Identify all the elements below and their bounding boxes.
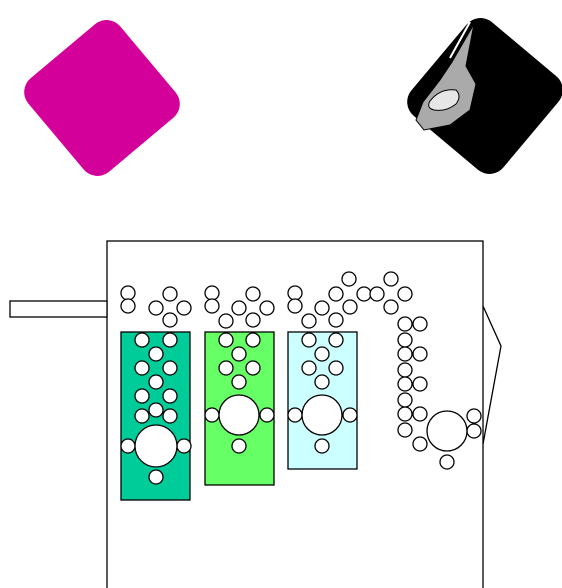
small-circle (328, 286, 344, 302)
small-circle (397, 406, 413, 422)
small-circle (328, 312, 344, 328)
small-circle (134, 332, 150, 348)
small-circle (162, 408, 178, 424)
magenta-card-shape (24, 20, 180, 176)
small-circle (314, 438, 330, 454)
small-circle (218, 332, 234, 348)
small-circle (148, 374, 164, 390)
small-circle (204, 407, 220, 423)
small-circle (245, 312, 261, 328)
small-circle (287, 285, 303, 301)
small-circle (148, 402, 164, 418)
small-circle (148, 346, 164, 362)
small-circle (218, 360, 234, 376)
small-circle (231, 346, 247, 362)
small-circle (369, 286, 385, 302)
small-circle (466, 423, 482, 439)
large-circle (301, 394, 343, 436)
left-bar (9, 300, 108, 318)
small-circle (397, 286, 413, 302)
small-circle (397, 346, 413, 362)
light-blob-shape (428, 89, 460, 111)
small-circle (204, 285, 220, 301)
small-circle (162, 312, 178, 328)
small-circle (328, 332, 344, 348)
small-circle (148, 469, 164, 485)
large-circle (218, 394, 260, 436)
small-circle (162, 388, 178, 404)
small-circle (301, 332, 317, 348)
small-circle (162, 286, 178, 302)
black-card-shape (407, 18, 562, 174)
small-circle (259, 407, 275, 423)
small-circle (397, 392, 413, 408)
small-circle (231, 438, 247, 454)
small-circle (397, 316, 413, 332)
small-circle (412, 406, 428, 422)
small-circle (412, 436, 428, 452)
small-circle (218, 313, 234, 329)
small-circle (397, 376, 413, 392)
small-circle (134, 360, 150, 376)
small-circle (120, 438, 136, 454)
small-circle (287, 298, 303, 314)
small-circle (328, 360, 344, 376)
small-circle (383, 271, 399, 287)
small-circle (245, 286, 261, 302)
small-circle (162, 332, 178, 348)
small-circle (397, 362, 413, 378)
small-circle (341, 271, 357, 287)
small-circle (314, 346, 330, 362)
small-circle (342, 407, 358, 423)
large-circle (134, 424, 178, 468)
small-circle (342, 299, 358, 315)
small-circle (245, 360, 261, 376)
small-circle (412, 376, 428, 392)
right-wedge (482, 305, 502, 445)
small-circle (356, 286, 372, 302)
small-circle (466, 408, 482, 424)
magenta-card (24, 20, 180, 176)
card-edge-highlight (449, 21, 471, 59)
small-circle (314, 300, 330, 316)
small-circle (162, 360, 178, 376)
small-circle (204, 298, 220, 314)
small-circle (397, 332, 413, 348)
small-circle (176, 438, 192, 454)
small-circle (120, 285, 136, 301)
circle-group (120, 271, 482, 485)
small-circle (148, 300, 164, 316)
small-circle (176, 300, 192, 316)
small-circle (120, 298, 136, 314)
small-circle (287, 407, 303, 423)
small-circle (412, 346, 428, 362)
small-circle (412, 316, 428, 332)
small-circle (259, 300, 275, 316)
grayscale-card (407, 18, 562, 174)
small-circle (231, 300, 247, 316)
small-circle (245, 332, 261, 348)
small-circle (314, 374, 330, 390)
large-circle (426, 410, 468, 452)
small-circle (397, 422, 413, 438)
small-circle (301, 313, 317, 329)
small-circle (231, 374, 247, 390)
small-circle (134, 408, 150, 424)
small-circle (134, 388, 150, 404)
small-circle (301, 360, 317, 376)
small-circle (383, 299, 399, 315)
small-circle (439, 454, 455, 470)
